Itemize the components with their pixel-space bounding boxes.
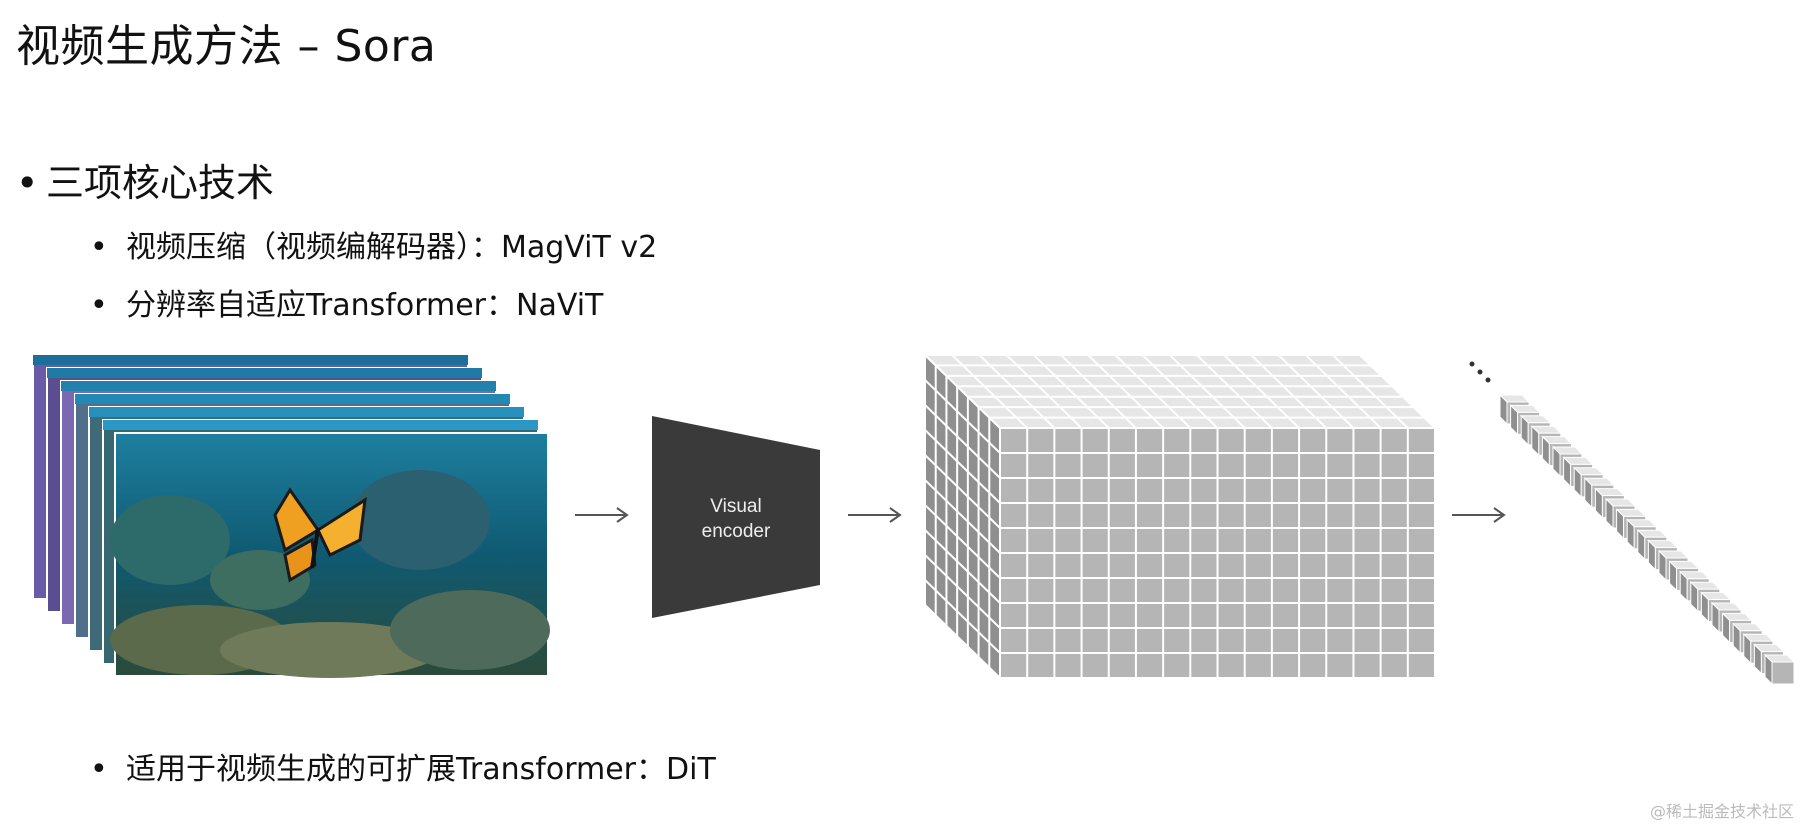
cube-grid-line [1304, 354, 1382, 429]
cube-grid-line [1277, 354, 1355, 429]
bullet-core-tech: •三项核心技术 [16, 152, 274, 207]
cube-grid-line [978, 354, 1056, 429]
cube-grid-line [924, 454, 1001, 529]
cube-grid-line [924, 504, 1001, 579]
cube-grid-line [924, 429, 1001, 504]
sub-bullet-video-compression: • 视频压缩（视频编解码器）：MagViT v2 [90, 222, 657, 266]
cube-grid-line [1060, 354, 1137, 429]
patch-token-sequence [1469, 361, 1796, 686]
encoder-label-line1: Visual [710, 496, 761, 517]
arrow-right-icon [575, 507, 629, 523]
sub-bullet-text: 分辨率自适应Transformer：NaViT [126, 288, 604, 323]
arrow-right-icon [848, 507, 902, 523]
cube-grid-line [924, 354, 1001, 429]
cube-grid-line [924, 604, 1001, 679]
cube-grid-line [924, 479, 1001, 554]
bullet-dot: • [90, 752, 108, 787]
bullet-dot: • [90, 288, 108, 323]
cube-grid-line [1250, 354, 1327, 429]
sub-bullet-dit: • 适用于视频生成的可扩展Transformer：DiT [90, 744, 716, 788]
bullet-dot: • [90, 230, 108, 265]
cube-grid-line [1005, 354, 1083, 429]
bullet-core-tech-text: 三项核心技术 [46, 161, 275, 205]
arrow-right-icon [1452, 507, 1506, 523]
slide-title: 视频生成方法 – Sora [16, 21, 437, 72]
cube-grid-line [1141, 354, 1219, 429]
sub-bullet-text: 适用于视频生成的可扩展Transformer：DiT [126, 752, 716, 787]
cube-grid-line [1196, 354, 1273, 429]
cube-grid-line [1114, 354, 1192, 429]
ellipsis-dot [1485, 377, 1491, 383]
cube-grid-line [924, 554, 1001, 629]
latent-patch-cube [924, 354, 1436, 679]
sora-pipeline-figure: Visual encoder [32, 354, 1796, 686]
cube-grid-line [924, 529, 1001, 604]
cube-grid-line [1223, 354, 1300, 429]
butterfly-icon [273, 487, 367, 583]
cube-grid-line [924, 579, 1001, 654]
cube-grid-line [1332, 354, 1409, 429]
cube-grid-line [951, 354, 1028, 429]
ellipsis-dot [1469, 361, 1475, 367]
bullet-dot: • [16, 161, 39, 205]
cube-grid-line [1033, 354, 1110, 429]
patch-token [1763, 653, 1796, 686]
encoder-label-line2: encoder [702, 521, 771, 542]
cube-grid-line [1087, 354, 1164, 429]
sub-bullet-text: 视频压缩（视频编解码器）：MagViT v2 [126, 230, 658, 265]
ellipsis-dot [1477, 369, 1483, 375]
cube-grid-line [924, 379, 1001, 454]
video-frames-stack [32, 354, 550, 678]
visual-encoder-block: Visual encoder [652, 416, 820, 618]
watermark: @稀土掘金技术社区 [1649, 802, 1794, 821]
video-frame-front [110, 432, 550, 678]
sub-bullet-navit: • 分辨率自适应Transformer：NaViT [90, 280, 603, 324]
cube-grid-line [1359, 354, 1436, 429]
cube-grid-line [1168, 354, 1246, 429]
cube-grid-line [924, 404, 1001, 479]
